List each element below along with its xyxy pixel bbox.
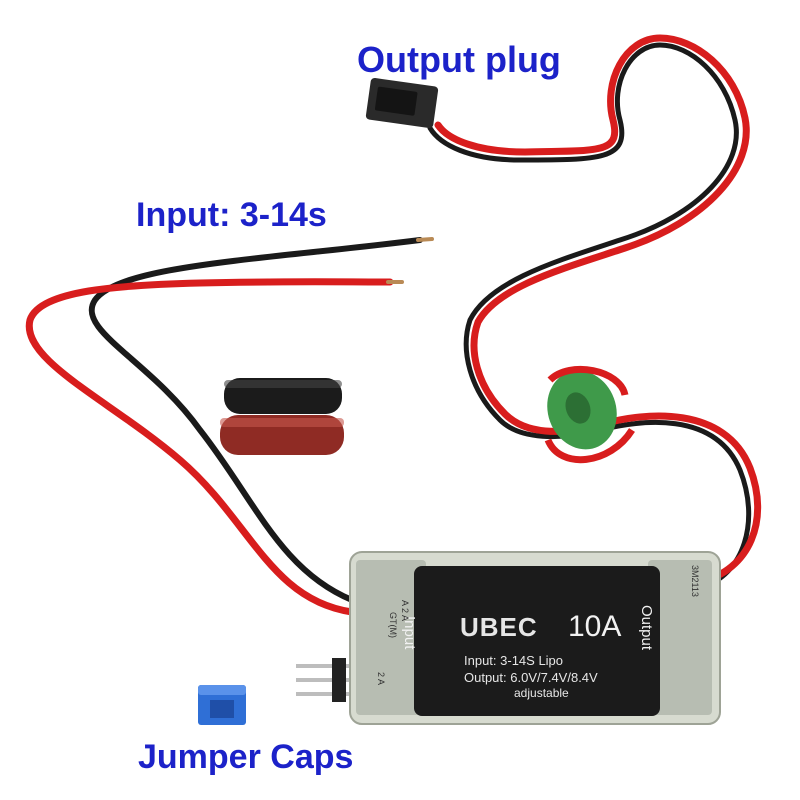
module-side-output: Output [638, 605, 655, 651]
module-brand: UBEC [460, 612, 538, 642]
module-rating: 10A [568, 610, 622, 643]
input-black-wire [88, 237, 423, 603]
module-spec-output: Output: 6.0V/7.4V/8.4V [464, 670, 598, 685]
module-spec-note: adjustable [514, 686, 569, 700]
module-spec-input: Input: 3-14S Lipo [464, 653, 564, 668]
module-jumper-label-2: A 2 A [400, 600, 410, 622]
module-jumper-label-3: 2 A [376, 672, 386, 686]
caption-output-plug: Output plug [357, 39, 561, 80]
caption-jumper-caps: Jumper Caps [138, 738, 354, 776]
module-chip-label: 3M2113 [690, 565, 700, 597]
heat-shrink-tubes [220, 378, 344, 455]
header-pins [296, 658, 356, 702]
output-black-wire [427, 42, 752, 591]
jumper-cap [198, 685, 246, 725]
module-jumper-label-1: GT(M) [388, 612, 398, 638]
module-side-input: Input [401, 616, 418, 650]
ubec-module [349, 551, 721, 725]
input-black-wire-tip [416, 237, 434, 242]
output-red-wire [434, 34, 762, 586]
caption-input: Input: 3-14s [136, 196, 327, 234]
ferrite-ring [544, 365, 635, 464]
input-red-wire [25, 278, 394, 616]
output-plug [365, 77, 439, 129]
